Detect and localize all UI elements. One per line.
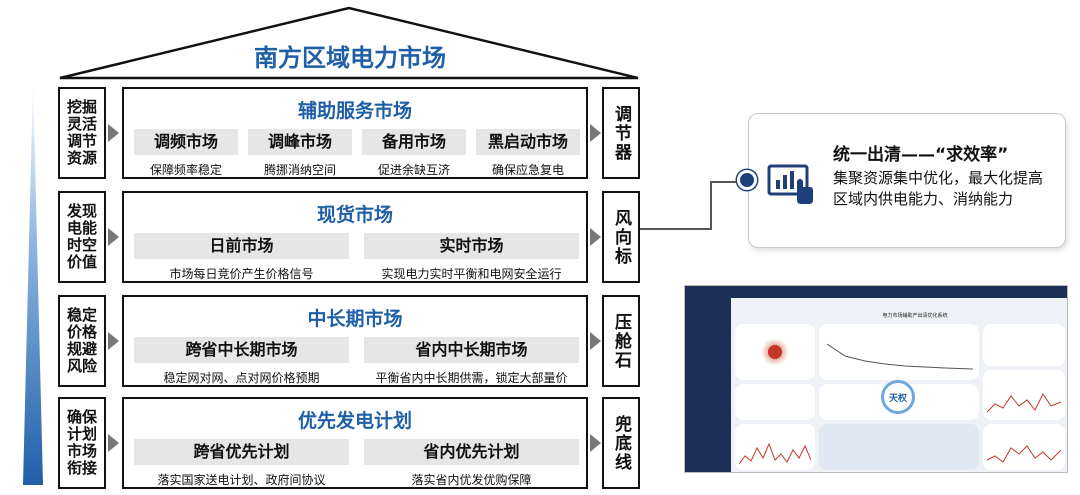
arrow-right-icon — [590, 332, 601, 350]
left-label-line: 挖掘 — [66, 98, 97, 116]
market-caption: 落实省内优发优购保障 — [411, 473, 532, 487]
market-box: 跨省中长期市场 — [134, 337, 349, 363]
screenshot-panel — [735, 384, 815, 420]
role-label: 风向标 — [611, 208, 631, 266]
left-label-box: 发现 电能 时空 价值 — [58, 191, 106, 283]
market-box: 实时市场 — [364, 233, 579, 259]
market-caption: 腾挪消纳空间 — [263, 163, 336, 177]
left-label-line: 确保 — [66, 408, 97, 426]
connector-line — [710, 181, 712, 230]
arrow-right-icon — [108, 434, 119, 452]
left-label-line: 资源 — [66, 149, 97, 167]
arrow-right-icon — [590, 124, 601, 142]
roof — [59, 6, 639, 80]
left-label-line: 调节 — [66, 132, 97, 150]
left-label-box: 确保 计划 市场 衔接 — [58, 397, 106, 489]
left-label-line: 电能 — [66, 219, 97, 237]
screenshot-sidebar — [685, 298, 731, 472]
arrow-right-icon — [590, 434, 601, 452]
market-caption: 稳定网对网、点对网价格预期 — [163, 371, 320, 385]
arrow-right-icon — [108, 332, 119, 350]
connector-line — [640, 228, 710, 230]
market-box: 备用市场 — [362, 129, 466, 155]
market-caption: 保障频率稳定 — [149, 163, 222, 177]
screenshot-line-chart — [826, 343, 974, 370]
tier-auxiliary-services: 挖掘 灵活 调节 资源 辅助服务市场 调频市场 保障频率稳定 调峰市场 腾挪消纳… — [58, 82, 640, 185]
screenshot-panel — [983, 424, 1065, 470]
screenshot-spark-chart — [739, 442, 811, 465]
role-label-box: 兜底线 — [602, 397, 640, 489]
screenshot-spark-chart — [987, 445, 1061, 463]
role-label: 压舱石 — [611, 312, 631, 370]
screenshot-header-bar — [685, 286, 1067, 298]
screenshot-panel — [983, 370, 1065, 420]
left-gradient-arrow — [23, 80, 43, 485]
connector-line — [710, 181, 748, 183]
left-label-line: 价值 — [66, 253, 97, 271]
tier-spot-market: 发现 电能 时空 价值 现货市场 日前市场 市场每日竞价产生价格信号 实时市场 … — [58, 186, 640, 289]
left-label-line: 计划 — [66, 425, 97, 443]
tier-medium-long-term: 稳定 价格 规避 风险 中长期市场 跨省中长期市场 稳定网对网、点对网价格预期 … — [58, 290, 640, 393]
market-group-box: 现货市场 日前市场 市场每日竞价产生价格信号 实时市场 实现电力实时平衡和电网安… — [122, 191, 588, 283]
left-label-line: 风险 — [66, 357, 97, 375]
gauge-icon — [761, 338, 789, 366]
left-label-line: 市场 — [66, 442, 97, 460]
left-gradient-bar — [8, 80, 58, 485]
callout-heading: 统一出清——“求效率” — [833, 145, 1009, 165]
callout-dot — [737, 170, 757, 190]
tier-title: 中长期市场 — [307, 308, 403, 330]
market-box: 调频市场 — [134, 129, 238, 155]
left-label-box: 挖掘 灵活 调节 资源 — [58, 87, 106, 179]
market-group-box: 优先发电计划 跨省优先计划 落实国家送电计划、政府间协议 省内优先计划 落实省内… — [122, 397, 588, 489]
market-box: 省内优先计划 — [364, 439, 579, 465]
left-label-line: 发现 — [66, 202, 97, 220]
market-box: 省内中长期市场 — [364, 337, 579, 363]
arrow-right-icon — [108, 228, 119, 246]
arrow-right-icon — [590, 228, 601, 246]
market-group-box: 辅助服务市场 调频市场 保障频率稳定 调峰市场 腾挪消纳空间 备用市场 促进余缺… — [122, 87, 588, 179]
touch-tablet-chart-icon — [767, 162, 817, 208]
left-label-line: 价格 — [66, 323, 97, 341]
screenshot-map-panel — [819, 424, 979, 470]
market-caption: 实现电力实时平衡和电网安全运行 — [381, 267, 562, 281]
system-screenshot: 电力市场辅助产出清优化系统 天权 — [684, 285, 1068, 473]
market-box: 跨省优先计划 — [134, 439, 349, 465]
callout-card: 统一出清——“求效率” 集聚资源集中优化，最大化提高区域内供电能力、消纳能力 — [737, 113, 1066, 248]
screenshot-badge-text: 天权 — [888, 393, 907, 404]
market-caption: 落实国家送电计划、政府间协议 — [157, 473, 326, 487]
market-box: 日前市场 — [134, 233, 349, 259]
market-caption: 促进余缺互济 — [377, 163, 450, 177]
left-label-line: 衔接 — [66, 459, 97, 477]
left-label-line: 灵活 — [66, 115, 97, 133]
tier-priority-generation: 确保 计划 市场 衔接 优先发电计划 跨省优先计划 落实国家送电计划、政府间协议… — [58, 392, 640, 495]
tier-title: 辅助服务市场 — [297, 100, 412, 122]
left-label-line: 时空 — [66, 236, 97, 254]
market-box: 调峰市场 — [248, 129, 352, 155]
market-caption: 平衡省内中长期供需，锁定大部量价 — [375, 371, 568, 385]
screenshot-spark-chart — [987, 393, 1061, 413]
role-label-box: 压舱石 — [602, 295, 640, 387]
left-label-line: 稳定 — [66, 306, 97, 324]
screenshot-badge: 天权 — [881, 380, 915, 414]
left-label-line: 规避 — [66, 340, 97, 358]
diagram-title: 南方区域电力市场 — [254, 44, 446, 72]
callout-body: 集聚资源集中优化，最大化提高区域内供电能力、消纳能力 — [833, 169, 1044, 208]
market-group-box: 中长期市场 跨省中长期市场 稳定网对网、点对网价格预期 省内中长期市场 平衡省内… — [122, 295, 588, 387]
tier-title: 现货市场 — [316, 204, 393, 226]
tier-title: 优先发电计划 — [297, 410, 412, 432]
screenshot-panel-title: 电力市场辅助产出清优化系统 — [882, 313, 948, 319]
left-label-box: 稳定 价格 规避 风险 — [58, 295, 106, 387]
screenshot-panel — [735, 424, 815, 470]
market-caption: 市场每日竞价产生价格信号 — [169, 267, 314, 281]
screenshot-panel — [819, 324, 979, 380]
role-label-box: 风向标 — [602, 191, 640, 283]
market-caption: 确保应急复电 — [491, 163, 564, 177]
role-label: 兜底线 — [611, 414, 631, 472]
screenshot-panel — [983, 324, 1065, 366]
role-label-box: 调节器 — [602, 87, 640, 179]
role-label: 调节器 — [611, 104, 631, 162]
arrow-right-icon — [108, 124, 119, 142]
market-box: 黑启动市场 — [476, 129, 580, 155]
